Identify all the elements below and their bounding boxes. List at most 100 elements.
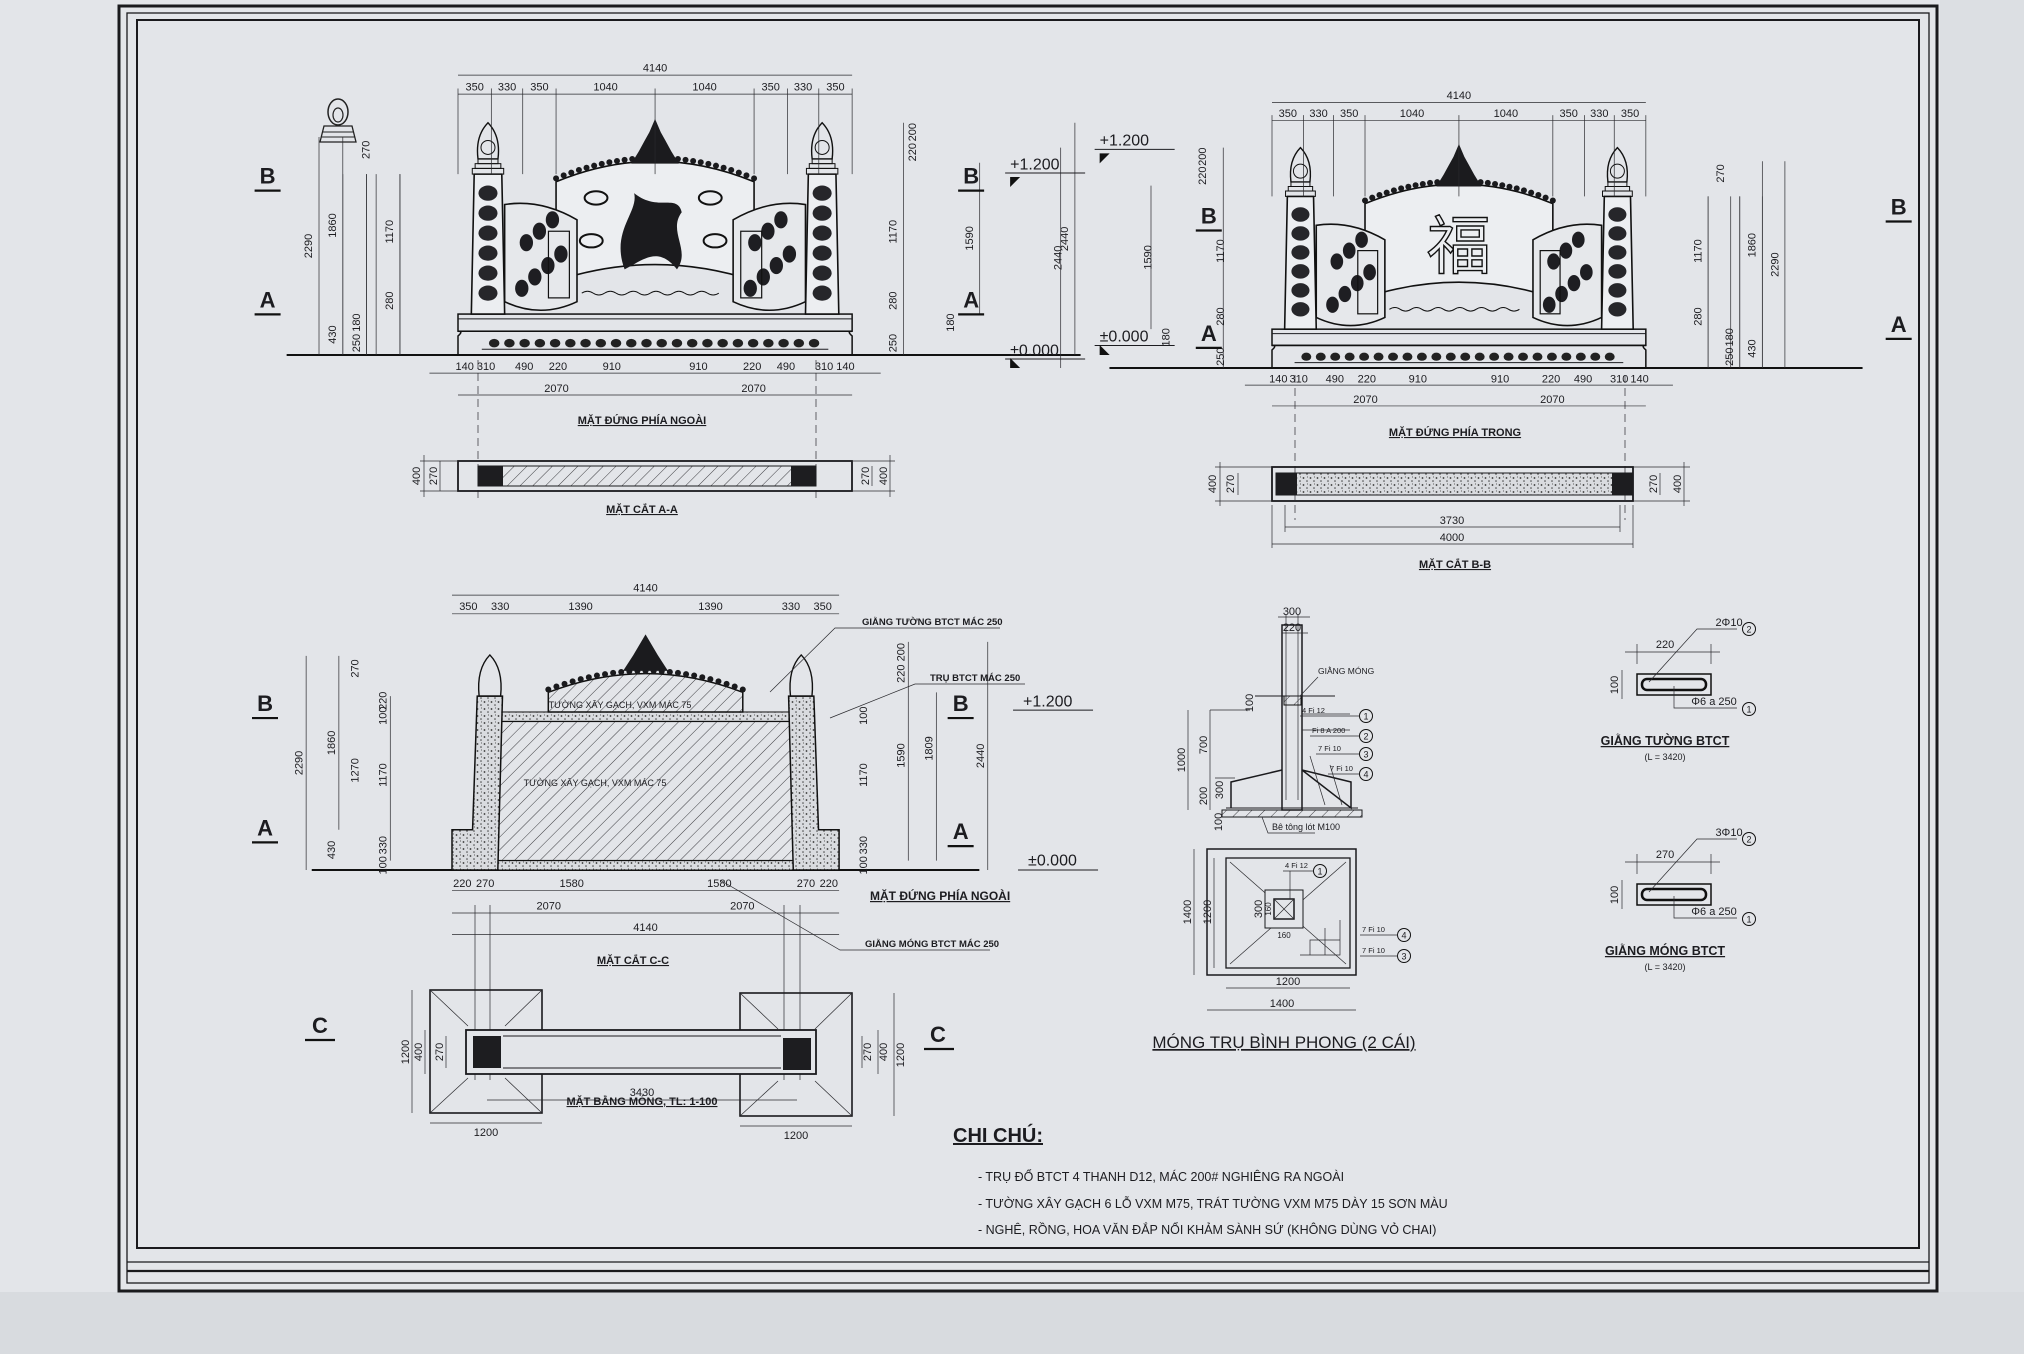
bead-ornament	[568, 169, 575, 176]
dim-label: 2070	[537, 900, 561, 912]
dim-label: 1170	[858, 763, 870, 787]
note-item: - TRỤ ĐỔ BTCT 4 THANH D12, MÁC 200# NGHI…	[978, 1169, 1344, 1184]
rebar-label: 4 Fi 12	[1302, 706, 1325, 715]
level-marker-icon	[1099, 153, 1110, 164]
section-mark: B	[1201, 204, 1217, 229]
section-mark: A	[260, 287, 276, 312]
callout-wall-beam: GIẰNG TƯỜNG BTCT MÁC 250	[862, 616, 1003, 628]
dim-label: 1390	[698, 601, 722, 613]
bead-ornament	[723, 680, 730, 687]
flower-ornament	[1555, 285, 1568, 303]
plinth-upper	[1271, 328, 1647, 347]
rebar-number: 3	[1363, 750, 1368, 760]
dim-label: 140	[455, 361, 473, 373]
dim-label: 270	[476, 878, 494, 890]
dim-label: 140	[1269, 373, 1287, 385]
notes-block: CHI CHÚ: - TRỤ ĐỔ BTCT 4 THANH D12, MÁC …	[953, 1123, 1448, 1237]
pillar-finial	[477, 653, 502, 697]
pillar-section	[478, 466, 503, 486]
pillar-ornament	[812, 245, 832, 261]
beam-length: (L = 3420)	[1645, 752, 1686, 762]
flower-ornament	[1363, 264, 1376, 281]
dim-label: 160	[1264, 902, 1273, 916]
pillar-ornament	[478, 225, 498, 241]
pillar-plan	[473, 1036, 501, 1068]
dim-label: 1170	[378, 763, 390, 787]
pillar-finial	[1289, 146, 1312, 183]
ground-beam-label: GIẰNG MÓNG	[1318, 666, 1374, 676]
bead-ornament	[743, 172, 750, 179]
pillar-ornament	[1291, 302, 1310, 317]
pillar-footing-plan: 1400 1200 300 160 160 1200 1400 14 Fi 12…	[1152, 848, 1416, 1052]
dim-label: 2070	[1540, 394, 1564, 406]
beam-title: GIẰNG TƯỜNG BTCT	[1601, 733, 1730, 748]
dim-label: 300	[1253, 900, 1265, 918]
bead-ornament	[1362, 197, 1369, 204]
callout-pillar: TRỤ BTCT MÁC 250	[930, 673, 1020, 684]
dim-label: 1200	[784, 1130, 808, 1142]
flower-ornament	[1338, 285, 1352, 303]
dim-label: 4000	[1440, 532, 1464, 544]
dim-label: 180	[945, 313, 957, 331]
bead-ornament	[690, 157, 697, 164]
dim-label: 330	[498, 81, 516, 93]
pillar-finial	[810, 121, 834, 160]
flower-ornament	[1355, 231, 1368, 248]
dim-label: 220	[1542, 373, 1560, 385]
dim-label: 270	[860, 467, 872, 485]
bead-ornament	[575, 167, 582, 174]
dim-label: 330	[794, 81, 812, 93]
ornament-band	[1575, 352, 1586, 361]
pillar-ornament	[812, 225, 832, 241]
bead-ornament	[1520, 187, 1527, 194]
dim-label: 400	[413, 1043, 425, 1061]
rebar-label: 7 Fi 10	[1330, 764, 1353, 773]
dim-label: 1270	[350, 758, 362, 782]
ornament-band	[1301, 352, 1312, 361]
pillar-ornament	[1608, 226, 1627, 241]
dim-label: 330	[782, 601, 800, 613]
bead-ornament	[591, 162, 598, 169]
section-cc-title: MẶT CẮT C-C	[597, 954, 669, 967]
rebar-label: 7 Fi 10	[1362, 925, 1385, 934]
dim-label: 4140	[633, 922, 657, 934]
dim-label: 160	[1277, 931, 1291, 940]
ornament-band	[1344, 352, 1355, 361]
flower-ornament	[528, 268, 542, 286]
section-aa-view: 400 270 270 400 MẶT CẮT A-A	[411, 360, 895, 516]
level-label: +1.200	[1100, 133, 1149, 150]
section-mark: A	[953, 819, 969, 844]
bead-ornament	[1405, 183, 1412, 190]
dim-label: 2290	[303, 234, 315, 258]
section-aa-title: MẶT CẮT A-A	[606, 503, 678, 516]
bead-ornament	[682, 156, 689, 163]
bead-ornament	[593, 672, 600, 679]
dim-label: Φ6 a 250	[1691, 906, 1736, 918]
dim-label: 250	[351, 334, 363, 352]
dim-label: 100	[858, 856, 870, 874]
pillar-ornament	[478, 265, 498, 281]
ornament-band	[519, 338, 530, 348]
brick-wall-lower	[497, 720, 795, 862]
dim-label: 250	[888, 334, 900, 352]
flower-ornament	[532, 222, 547, 240]
ornament-band	[1503, 352, 1514, 361]
leader-line	[1648, 628, 1737, 683]
dim-label: 220	[1656, 639, 1674, 651]
pillar-section	[1276, 473, 1297, 495]
dim-label: 220	[378, 692, 390, 710]
flower-ornament	[1342, 242, 1356, 259]
pillar-ornament	[1608, 302, 1627, 317]
ornament-band	[1402, 352, 1413, 361]
bead-ornament	[1513, 185, 1520, 192]
section-mark: B	[260, 164, 276, 189]
dim-label: 1390	[568, 601, 592, 613]
beam-title: GIẰNG MÓNG BTCT	[1605, 943, 1725, 958]
ornament-band	[793, 338, 805, 348]
pillar-ornament	[478, 185, 498, 201]
paper-bottom-margin	[0, 1292, 2024, 1354]
cloud-ornament	[583, 190, 609, 206]
